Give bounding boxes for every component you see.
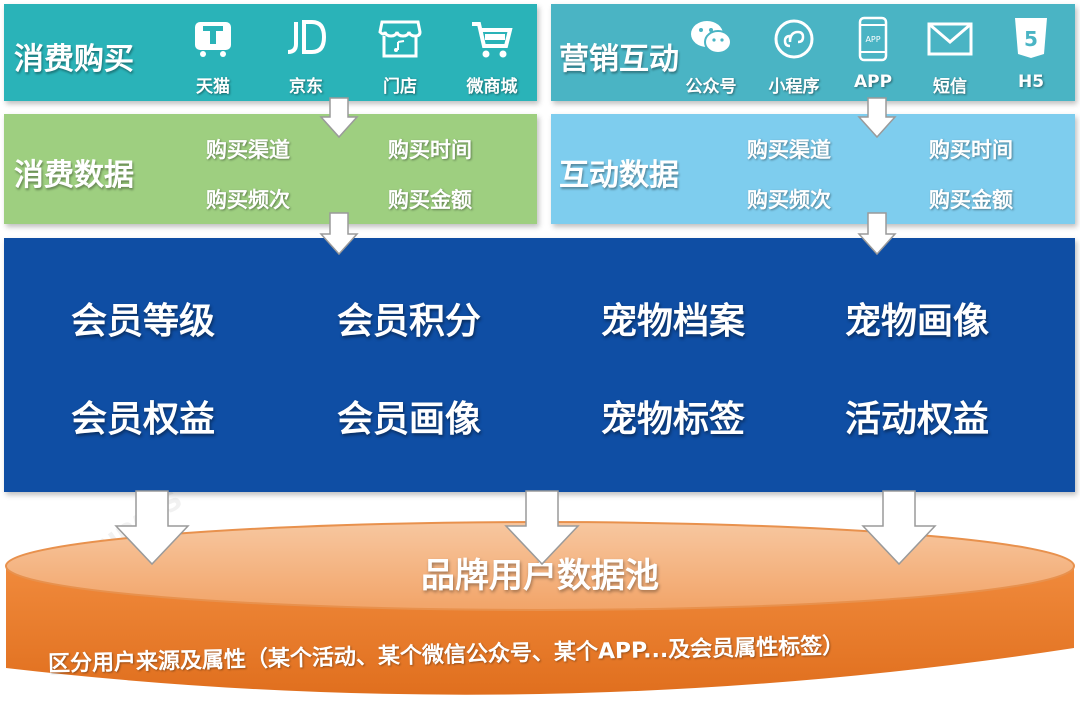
shopping-cart-icon — [470, 18, 514, 60]
member-item: 会员画像 — [336, 399, 482, 440]
down-arrow-icon — [319, 212, 359, 256]
channel-label-jd: 京东 — [289, 77, 323, 97]
down-arrow-icon — [857, 212, 897, 256]
channel-label-official-account: 公众号 — [685, 77, 737, 97]
data-item: 购买金额 — [388, 188, 472, 212]
member-item: 宠物标签 — [600, 399, 746, 440]
down-arrow-icon — [114, 490, 190, 566]
member-item: 会员权益 — [70, 399, 216, 440]
data-item: 购买时间 — [388, 138, 472, 162]
data-item: 购买频次 — [747, 188, 831, 212]
channel-label-wechat-mall: 微商城 — [466, 77, 518, 97]
down-arrow-icon — [861, 490, 937, 566]
data-item: 购买渠道 — [206, 138, 290, 162]
wechat-icon — [689, 18, 733, 58]
channel-label-store: 门店 — [383, 77, 417, 97]
interaction-data-title: 互动数据 — [559, 158, 679, 193]
mail-icon — [927, 22, 973, 56]
channel-label-h5: H5 — [1017, 72, 1045, 92]
interaction-data-panel: 互动数据 购买渠道 购买时间 购买频次 购买金额 — [551, 114, 1075, 224]
consumption-purchase-panel: 消费购买 天猫 京东 门店 微商城 — [4, 4, 537, 101]
data-item: 购买渠道 — [747, 138, 831, 162]
member-item: 宠物档案 — [600, 301, 746, 342]
consumption-title: 消费购买 — [14, 42, 134, 77]
mini-program-icon — [773, 18, 815, 60]
down-arrow-icon — [857, 97, 897, 139]
down-arrow-icon — [319, 97, 359, 139]
consumption-data-title: 消费数据 — [14, 158, 134, 193]
channel-label-app: APP — [853, 72, 893, 92]
data-item: 购买时间 — [929, 138, 1013, 162]
channel-label-mini-program: 小程序 — [768, 77, 820, 97]
tmall-icon — [193, 18, 233, 58]
channel-label-tmall: 天猫 — [196, 77, 230, 97]
phone-app-icon: APP — [858, 16, 888, 62]
member-item: 会员积分 — [336, 301, 482, 342]
member-item: 会员等级 — [70, 301, 216, 342]
marketing-interaction-panel: 营销互动 公众号 小程序 APP APP 短信 — [551, 4, 1075, 101]
down-arrow-icon — [504, 490, 580, 566]
svg-text:5: 5 — [1024, 27, 1038, 51]
store-icon — [378, 18, 422, 60]
html5-icon: 5 — [1013, 16, 1049, 60]
member-pet-panel: 会员等级 会员积分 宠物档案 宠物画像 会员权益 会员画像 宠物标签 活动权益 — [4, 238, 1075, 492]
marketing-title: 营销互动 — [559, 42, 679, 77]
data-item: 购买频次 — [206, 188, 290, 212]
member-item: 宠物画像 — [844, 301, 990, 342]
member-item: 活动权益 — [844, 399, 990, 440]
jd-icon — [282, 18, 330, 58]
svg-text:APP: APP — [865, 35, 880, 44]
channel-label-sms: 短信 — [933, 77, 967, 97]
consumption-data-panel: 消费数据 购买渠道 购买时间 购买频次 购买金额 — [4, 114, 537, 224]
data-item: 购买金额 — [929, 188, 1013, 212]
